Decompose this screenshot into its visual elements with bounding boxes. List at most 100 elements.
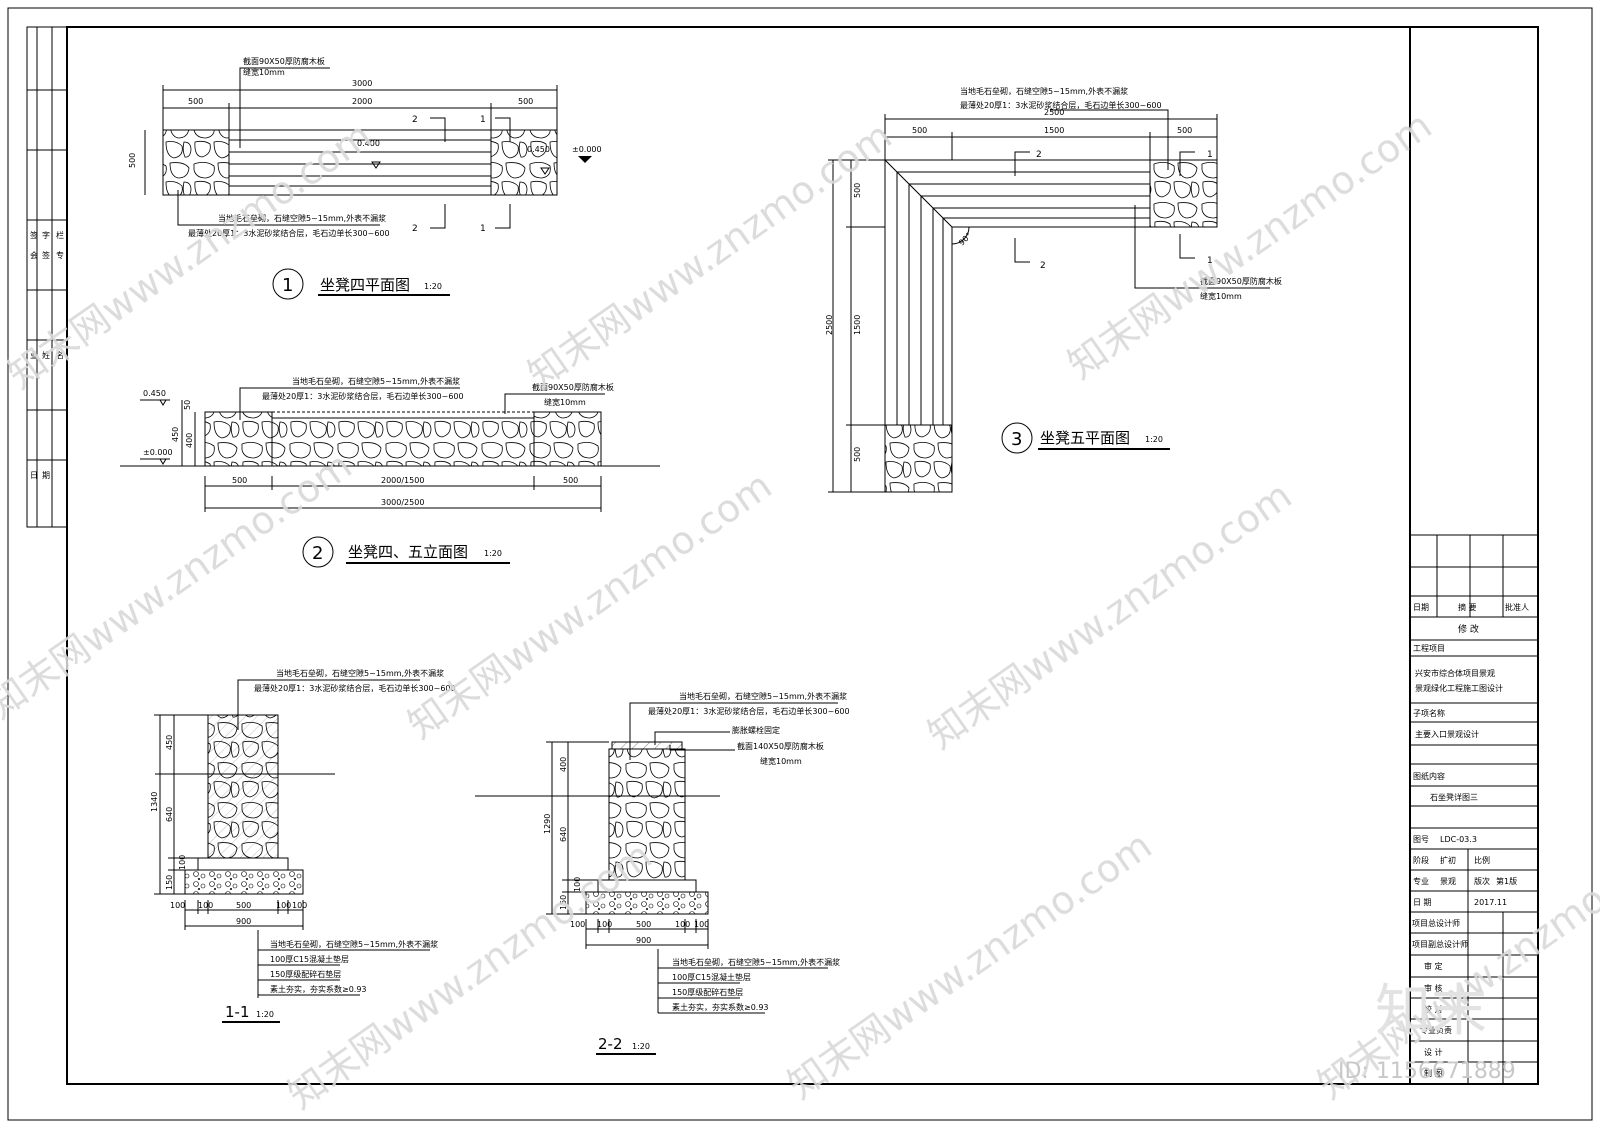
plan4-wood-boards: [229, 139, 491, 187]
strip-text-10: 日: [30, 471, 38, 480]
strip-text-7: 业: [30, 350, 38, 360]
plan5-wood-boards: [884, 159, 1150, 425]
tb-project-label: 工程项目: [1413, 644, 1445, 653]
tb-ver-label: 版次: [1474, 876, 1490, 886]
elev-wood-board: [271, 411, 535, 419]
tb-rev-approver: 批准人: [1505, 602, 1529, 612]
elev-note-gap: 缝宽10mm: [544, 397, 586, 407]
watermark-text-3: 知末网www.znzmo.com: [1060, 103, 1440, 387]
s11-scale: 1:20: [256, 1010, 274, 1019]
s11-dim-b3: 500: [236, 901, 251, 910]
tb-rev-summary: 摘 要: [1458, 602, 1477, 612]
plan4-level-center: 0.400: [357, 139, 380, 148]
plan4-dim-depth: 500: [128, 153, 137, 168]
plan5-dim-total: 2500: [1044, 108, 1064, 117]
plan5-dim-right: 500: [1177, 126, 1192, 135]
section-2-2: 400 1290 640 150 100 100 100 500 100 100…: [475, 691, 850, 1055]
plan5-sec1-bot: 1: [1207, 256, 1213, 266]
plan4-note-stone1: 当地毛石垒砌，石缝空隙5~15mm,外表不漏浆: [218, 213, 386, 223]
plan-bench-4: 3000 500 2000 500 500 0.400 0.450 ±0.000…: [128, 56, 602, 300]
s22-note-bolt: 膨胀螺栓固定: [732, 725, 780, 735]
tb-stage-value: 扩初: [1440, 855, 1456, 865]
strip-text-2: 字: [42, 230, 50, 240]
tb-sub-value: 主要入口景观设计: [1415, 729, 1479, 739]
elev-dim-bot-mid: 2000/1500: [381, 476, 424, 485]
tb-role-1: 项目总设计师: [1412, 918, 1460, 928]
elevation-bench-4-5: 0.450 ±0.000 50 450 400 500 2000/1500 50…: [120, 376, 660, 568]
elev-title: 坐凳四、五立面图: [348, 543, 468, 561]
plan5-stone-bottom: [884, 424, 953, 493]
strip-text-1: 签: [30, 230, 38, 240]
elev-level-ground: ±0.000: [143, 448, 173, 457]
tb-role-8: 制 图: [1424, 1068, 1443, 1078]
s11-dim-b4: 100: [276, 901, 291, 910]
tb-major-value: 景观: [1440, 877, 1456, 886]
tb-role-6: 专业负责: [1420, 1025, 1452, 1035]
plan5-stone-right: [1149, 159, 1218, 228]
tb-role-2: 项目副总设计师: [1412, 939, 1468, 949]
s11-gravel-base: [184, 869, 304, 895]
plan4-title-num: 1: [282, 275, 293, 296]
s22-dim-b6: 900: [636, 936, 651, 945]
s22-wood-board: [611, 741, 683, 750]
elev-dim-bot-total: 3000/2500: [381, 498, 424, 507]
tb-stage-label: 阶段: [1413, 855, 1429, 865]
tb-rev-label: 修 改: [1458, 623, 1479, 635]
plan5-scale: 1:20: [1145, 435, 1163, 444]
s22-gravel-base: [585, 891, 709, 915]
s22-dim-b3: 500: [636, 920, 651, 929]
s22-dim-b1: 100: [570, 920, 585, 929]
s22-dim-b5: 100: [694, 920, 709, 929]
plan5-dim-mid: 1500: [1044, 126, 1064, 135]
s22-dim-b4: 100: [675, 920, 690, 929]
s11-dim-b6: 900: [236, 917, 251, 926]
plan4-dim-total: 3000: [352, 79, 372, 88]
watermark-brand: 知末: [1375, 979, 1487, 1044]
elev-level-top: 0.450: [143, 389, 166, 398]
plan4-dim-right: 500: [518, 97, 533, 106]
strip-text-6: 专: [56, 250, 64, 260]
elev-stone-right: [533, 411, 602, 467]
elev-dim-bot-right: 500: [563, 476, 578, 485]
plan4-stone-right: [490, 129, 558, 196]
strip-text-11: 期: [42, 471, 50, 480]
plan4-title: 坐凳四平面图: [320, 276, 410, 294]
s11-dim-b2: 100: [198, 901, 213, 910]
s11-concrete-pad: [197, 857, 289, 871]
tb-role-7: 设 计: [1424, 1047, 1443, 1057]
tb-date-value: 2017.11: [1474, 898, 1507, 907]
plan5-title: 坐凳五平面图: [1040, 429, 1130, 447]
strip-text-8: 姓: [42, 350, 50, 360]
plan4-level-ground: ±0.000: [572, 145, 602, 154]
s11-note-b2: 100厚C15混凝土垫层: [270, 954, 349, 964]
watermark-text-6: 知末网www.znzmo.com: [920, 473, 1300, 757]
tb-role-4: 审 核: [1424, 983, 1443, 993]
plan5-dim-l1: 500: [853, 183, 862, 198]
watermark-id: ID: 1156671889: [1338, 1059, 1516, 1084]
s22-note-b2: 100厚C15混凝土垫层: [672, 972, 751, 982]
elev-title-num: 2: [312, 543, 323, 564]
s22-note-b4: 素土夯实，夯实系数≥0.93: [672, 1002, 769, 1012]
s22-stone-column: [608, 748, 686, 881]
elev-stone-left: [204, 411, 273, 467]
elev-stone-mid: [271, 417, 535, 467]
plan4-stone-left: [162, 129, 230, 196]
tb-sub-label: 子项名称: [1413, 708, 1445, 718]
section-1-1: 450 1340 640 150 100 100 100 500 100 100…: [150, 668, 456, 1023]
plan4-scale: 1:20: [424, 282, 442, 291]
s22-dim-150: 150: [559, 895, 568, 910]
plan5-dim-left: 500: [912, 126, 927, 135]
title-block: 日期 摘 要 批准人 修 改 工程项目 兴安市综合体项目景观 景观绿化工程施工图…: [1410, 534, 1538, 1084]
s22-note-b3: 150厚级配碎石垫层: [672, 987, 743, 997]
plan5-angle: 90°: [957, 231, 973, 247]
elev-dim-bot-left: 500: [232, 476, 247, 485]
elev-note-wood: 截面90X50厚防腐木板: [532, 382, 614, 392]
watermark-text-2: 知末网www.znzmo.com: [520, 113, 900, 397]
s11-title: 1-1: [225, 1003, 250, 1021]
tb-role-3: 审 定: [1424, 961, 1443, 971]
tb-project-value1: 兴安市综合体项目景观: [1415, 668, 1495, 678]
plan5-dim-total-v: 2500: [825, 315, 834, 335]
s22-note-wood: 截面140X50厚防腐木板: [737, 741, 824, 751]
tb-date-label: 日 期: [1413, 898, 1432, 907]
tb-no-value: LDC-03.3: [1440, 835, 1477, 844]
